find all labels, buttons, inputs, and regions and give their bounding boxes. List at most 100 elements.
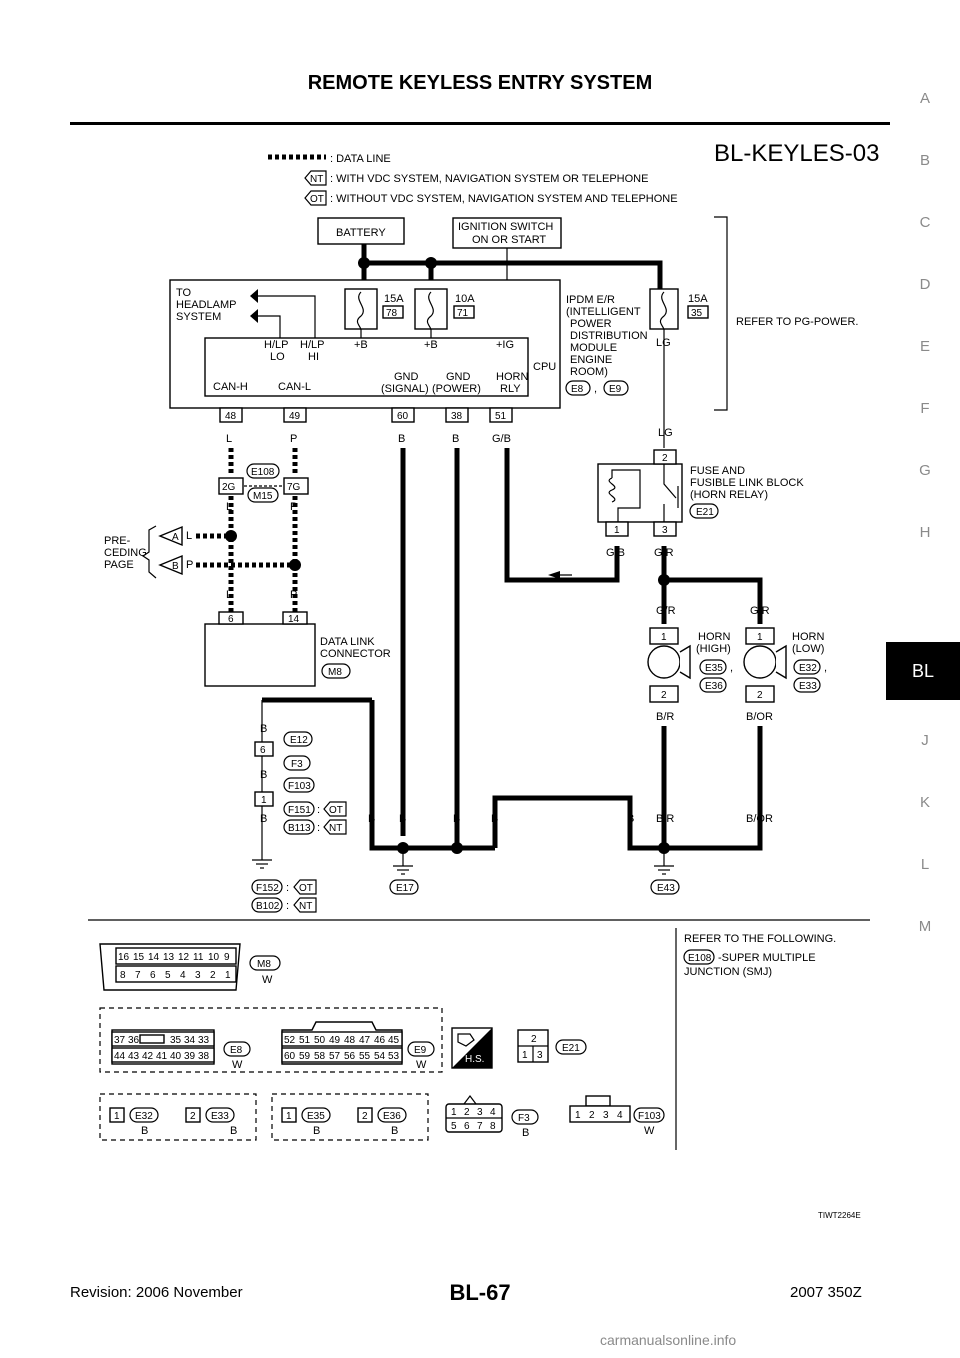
- fuse1-no-box: [382, 305, 404, 319]
- horn-low-pin1-label: 1: [757, 632, 763, 643]
- e9-face-pill: [407, 1041, 435, 1057]
- plus-ig: +IG: [496, 339, 514, 351]
- horn-high-pin2: [649, 685, 679, 703]
- dlc-box: [204, 623, 316, 687]
- pin-49: 49: [289, 411, 301, 422]
- conn-comma: ,: [594, 383, 597, 395]
- connector-e9-face: [281, 1021, 403, 1065]
- hs-connector-icon: [451, 1027, 493, 1069]
- conn-e32-pill: [793, 659, 821, 675]
- cpu-label: CPU: [533, 361, 556, 373]
- f3-pin: 8: [490, 1121, 496, 1132]
- preceding-3: PAGE: [104, 559, 134, 571]
- legend: : DATA LINE NT : WITH VDC SYSTEM, NAVIGA…: [268, 153, 678, 206]
- e33-pin-box: [185, 1107, 201, 1123]
- conn-f152: F152: [256, 883, 279, 894]
- tab-b[interactable]: B: [919, 152, 930, 169]
- pin-7g: 7G: [287, 482, 301, 493]
- ignition-label-1: IGNITION SWITCH: [458, 221, 553, 233]
- horn-comma: ,: [730, 662, 733, 674]
- plus-b-1: +B: [354, 339, 368, 351]
- e21-face-pill: [555, 1039, 587, 1055]
- e9-pin: 51: [299, 1035, 311, 1046]
- pin-box: [445, 407, 469, 423]
- conn-e43-pill: [650, 879, 680, 895]
- revision-text: Revision: 2006 November: [70, 1284, 243, 1301]
- gc-pin-6: [254, 741, 274, 757]
- f151-ot-tag: [323, 801, 347, 817]
- ipdm-cpu-box: [204, 337, 529, 397]
- tab-bl[interactable]: BL: [886, 642, 960, 700]
- hs-label: H.S.: [465, 1054, 484, 1065]
- e35-face-label: E35: [307, 1111, 325, 1122]
- tab-f[interactable]: F: [920, 400, 930, 417]
- e33-pin: 2: [190, 1111, 196, 1122]
- e9-pin: 47: [359, 1035, 371, 1046]
- relay-title-2: FUSIBLE LINK BLOCK: [690, 477, 804, 489]
- ipdm-title-3: POWER: [570, 318, 612, 330]
- f151-ot: OT: [329, 805, 343, 816]
- tab-l[interactable]: L: [920, 856, 930, 873]
- relay-pin-3-label: 3: [662, 525, 668, 536]
- tab-d[interactable]: D: [919, 276, 931, 293]
- conn-e9: E9: [609, 384, 622, 395]
- pin-box: [391, 407, 415, 423]
- pin-box: [283, 477, 309, 495]
- f3-pin: 4: [490, 1107, 496, 1118]
- m8-pin: 2: [210, 970, 216, 981]
- f152-colon: :: [286, 882, 289, 894]
- b113-nt: NT: [329, 823, 342, 834]
- fuse-symbol: [356, 291, 364, 331]
- to-headlamp-2: HEADLAMP: [176, 299, 237, 311]
- hlp-hi-2: HI: [308, 351, 319, 363]
- tab-g[interactable]: G: [919, 462, 931, 479]
- e8-pin: 34: [184, 1035, 196, 1046]
- m8-pin: 13: [163, 952, 175, 963]
- ot-tag-shape: [304, 190, 327, 206]
- f103-face-pill: [633, 1107, 665, 1123]
- f152-ot-tag: [293, 879, 317, 895]
- m8-pin: 10: [208, 952, 220, 963]
- f151-colon: :: [317, 804, 320, 816]
- legend-data-line: : DATA LINE: [330, 153, 391, 165]
- e32-face-pill: [129, 1107, 159, 1123]
- e8-pin: 35: [170, 1035, 182, 1046]
- tab-k[interactable]: K: [919, 794, 930, 811]
- tab-a[interactable]: A: [919, 90, 930, 107]
- tab-c[interactable]: C: [919, 214, 931, 231]
- conn-f151: F151: [288, 805, 311, 816]
- conn-e17-pill: [389, 879, 419, 895]
- tab-m[interactable]: M: [918, 918, 932, 935]
- pin-box: [218, 477, 244, 495]
- horn-low-pin2: [745, 685, 775, 703]
- conn-e108: E108: [251, 467, 275, 478]
- wire-bor: [492, 726, 763, 851]
- m8-pin: 14: [148, 952, 160, 963]
- e8-pin: 38: [198, 1051, 210, 1062]
- watermark[interactable]: carmanualsonline.info: [600, 1332, 737, 1348]
- tab-j[interactable]: J: [921, 732, 929, 749]
- ipdm-title-4: DISTRIBUTION: [570, 330, 648, 342]
- b102-nt-tag: [293, 897, 317, 913]
- fuse-35: [649, 288, 679, 330]
- headlamp-wire-hi: [258, 295, 316, 338]
- pin-2g: 2G: [222, 482, 236, 493]
- horn-high-pin2-label: 2: [661, 690, 667, 701]
- e32-pin-box: [109, 1107, 125, 1123]
- headlamp-arrow: [250, 309, 258, 323]
- dlc-title-2: CONNECTOR: [320, 648, 391, 660]
- e9-pin: 48: [344, 1035, 356, 1046]
- gc-b3: B: [260, 813, 267, 825]
- e35-pin-box: [281, 1107, 297, 1123]
- tab-h[interactable]: H: [919, 524, 931, 541]
- f103-face-color: W: [644, 1125, 655, 1137]
- preceding-1: PRE-: [104, 535, 131, 547]
- relay-pin-2: [653, 449, 677, 465]
- pin-color: B: [452, 433, 459, 445]
- e8-pin: 44: [114, 1051, 126, 1062]
- conn-b113-pill: [283, 819, 315, 835]
- fuse1-amp: 15A: [384, 293, 404, 305]
- tab-e[interactable]: E: [919, 338, 930, 355]
- e9-pin: 52: [284, 1035, 296, 1046]
- page-title: REMOTE KEYLESS ENTRY SYSTEM: [307, 72, 653, 94]
